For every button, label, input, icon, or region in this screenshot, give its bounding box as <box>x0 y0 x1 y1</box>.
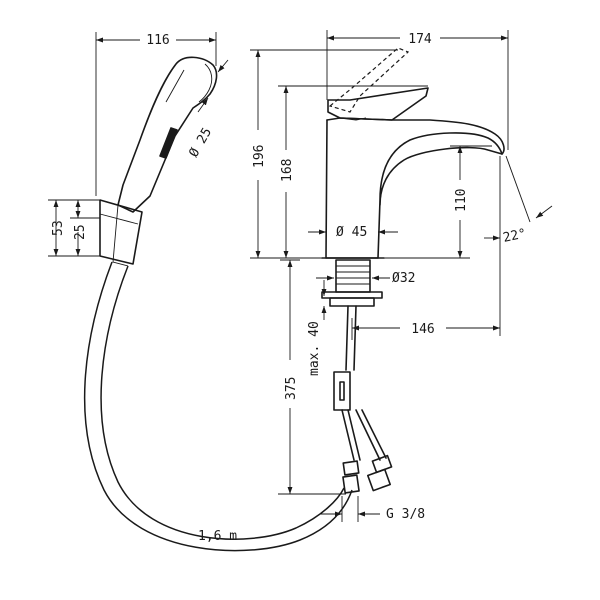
dim-spout-angle: 22° <box>502 226 528 246</box>
dim-overall-width: 174 <box>408 32 432 47</box>
dim-spout-height: 168 <box>280 159 295 182</box>
dim-handshower-width: 116 <box>146 33 169 48</box>
dim-body-diameter: Ø 45 <box>336 225 367 240</box>
hose <box>83 261 353 552</box>
hand-shower <box>99 56 218 267</box>
dim-connection-thread: G 3/8 <box>386 507 425 522</box>
dim-handshower-diameter: Ø 25 <box>186 125 215 160</box>
dim-holder-height: 53 <box>51 220 66 236</box>
dimension-lines <box>48 30 553 522</box>
dim-outlet-height: 110 <box>454 189 469 212</box>
dim-max-thickness: max. 40 <box>307 321 322 376</box>
dim-overall-height: 196 <box>252 145 267 168</box>
dim-hose-length: 1,6 m <box>198 529 237 544</box>
dim-holder-width: 25 <box>73 224 88 240</box>
dim-projection: 146 <box>411 322 434 337</box>
dim-thread-diameter: Ø32 <box>392 271 415 286</box>
dim-connection-length: 375 <box>284 377 299 400</box>
